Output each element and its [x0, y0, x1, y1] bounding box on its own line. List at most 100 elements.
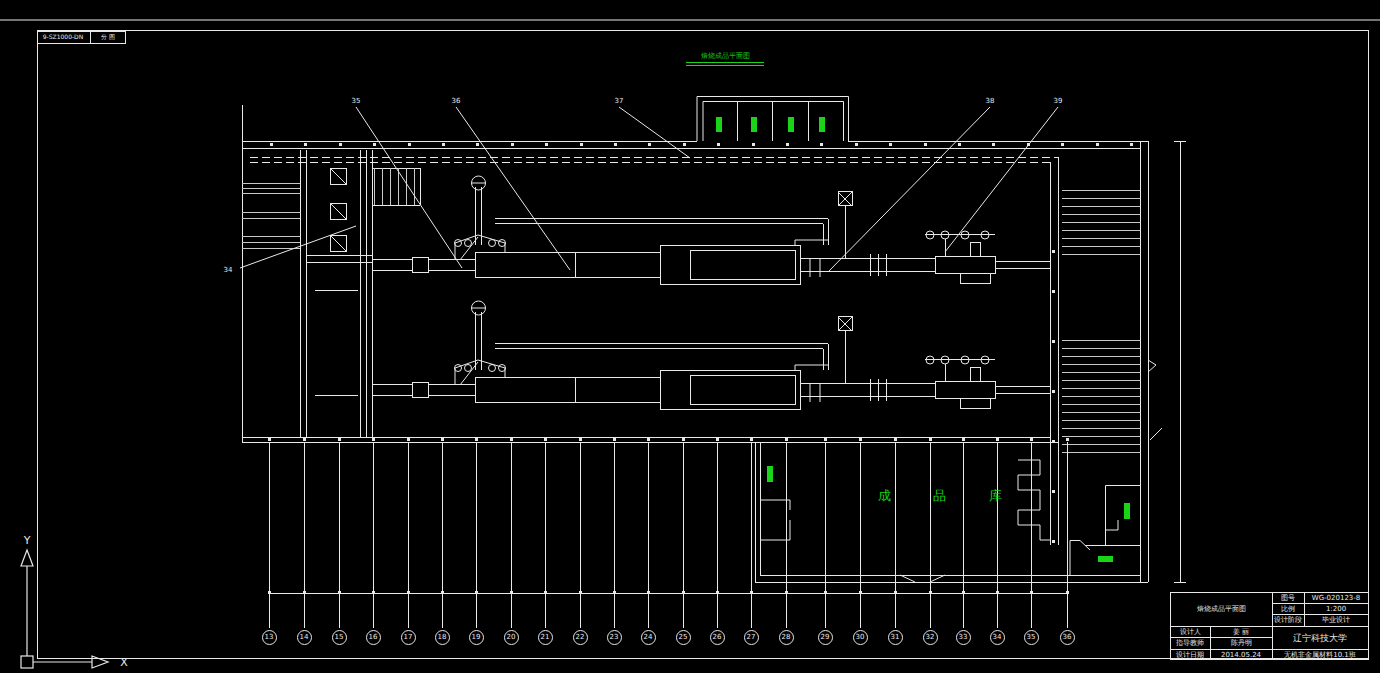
axis-line [511, 442, 512, 628]
feed-structure [372, 150, 373, 437]
building-walls [242, 105, 243, 442]
drawing-frame [38, 32, 126, 44]
sheet-label: 分 图 [101, 34, 115, 40]
rotary-kiln [995, 268, 1050, 269]
title-block-cell: 指导教师 [1176, 640, 1204, 647]
green-mark [788, 117, 794, 132]
axis-number: 27 [747, 634, 756, 641]
rotary-kiln [925, 234, 995, 235]
column-mark [716, 438, 719, 441]
title-block-cell: 1:200 [1326, 605, 1346, 613]
conveyor-lines [242, 168, 1140, 453]
column-mark [510, 438, 513, 441]
rotary-kiln [372, 395, 412, 396]
column-mark [442, 143, 445, 146]
drawing-frame [1272, 603, 1368, 604]
building-walls [1140, 141, 1141, 582]
column-mark [824, 438, 827, 441]
rotary-kiln [838, 317, 852, 331]
axis-line [545, 442, 546, 628]
axis-number: 35 [1027, 634, 1036, 641]
axis-letter: X [120, 656, 128, 669]
conveyor-lines [398, 168, 399, 205]
title-block-cell: 1:200 [1326, 606, 1346, 613]
column-mark [1030, 438, 1033, 441]
rotary-kiln [489, 240, 496, 247]
axis-number: 28 [782, 634, 791, 641]
column-mark [303, 438, 306, 441]
column-mark [441, 438, 444, 441]
building-walls [1085, 545, 1140, 546]
axis-bubble: 30 [853, 630, 868, 645]
axis-letter: Y [24, 535, 31, 546]
building-walls [930, 575, 945, 582]
rotary-kiln [971, 368, 981, 382]
drawing-title: 焙烧成品平面图 [701, 53, 750, 60]
rotary-kiln [936, 257, 996, 274]
building-walls [242, 442, 1058, 443]
axis-bubble: 16 [366, 630, 381, 645]
drawing-frame [38, 31, 1369, 659]
title-block-cell: 比例 [1281, 605, 1295, 613]
conveyor-lines [1062, 388, 1140, 389]
building-walls [1150, 428, 1162, 440]
axis-line [963, 442, 964, 628]
rotary-kiln [823, 224, 824, 245]
rotary-kiln [465, 365, 472, 372]
rotary-kiln [936, 382, 996, 399]
rotary-kiln [489, 365, 496, 372]
building-walls [1106, 486, 1141, 546]
axis-number: 19 [472, 634, 481, 641]
rotary-kiln [471, 308, 486, 309]
building-walls [242, 148, 1140, 149]
axis-bubble: 19 [469, 630, 484, 645]
column-mark [958, 143, 961, 146]
column-mark [1066, 438, 1069, 441]
rotary-kiln [460, 362, 478, 385]
building-walls [760, 442, 761, 575]
rotary-kiln [886, 379, 887, 401]
column-mark [338, 438, 341, 441]
axis-line [442, 442, 443, 628]
column-mark [929, 438, 932, 441]
axis-line [825, 442, 826, 628]
axis-line [373, 442, 374, 628]
rotary-kiln [878, 379, 879, 401]
green-mark [767, 466, 773, 482]
rotary-kiln [478, 235, 505, 243]
leader-line [828, 107, 990, 272]
rotary-kiln [372, 301, 1050, 410]
column-mark [339, 143, 342, 146]
callout-number: 38 [986, 97, 995, 105]
axis-number: 31 [891, 634, 900, 641]
axis-line [269, 442, 1068, 628]
rotary-kiln [995, 393, 1050, 394]
conveyor-lines [242, 212, 300, 213]
callout-number: 37 [615, 98, 624, 105]
conveyor-lines [390, 168, 391, 205]
drawing-frame [1304, 592, 1305, 626]
drawing-frame [0, 20, 1380, 21]
axis-line [408, 442, 409, 628]
axis-bubble: 27 [744, 630, 759, 645]
rotary-kiln [372, 384, 412, 385]
callout-number: 35 [352, 98, 361, 105]
column-mark [1061, 143, 1064, 146]
drawing-frame [1272, 614, 1368, 615]
ucs-icon [92, 656, 108, 668]
axis-number: 33 [959, 634, 968, 641]
title-block-cell: 辽宁科技大学 [1293, 633, 1347, 643]
drawing-frame [0, 20, 1380, 660]
building-walls [808, 101, 809, 141]
rotary-kiln [820, 384, 821, 402]
callout-number: 37 [615, 97, 624, 105]
rotary-kiln [499, 240, 506, 247]
column-mark [1052, 250, 1055, 253]
building-walls [1105, 520, 1118, 530]
conveyor-lines [1062, 428, 1140, 429]
title-block-cell: WG-020123-8 [1312, 595, 1361, 602]
rotary-kiln [465, 240, 472, 247]
axis-line [751, 442, 752, 628]
column-mark [407, 438, 410, 441]
column-mark [859, 438, 862, 441]
